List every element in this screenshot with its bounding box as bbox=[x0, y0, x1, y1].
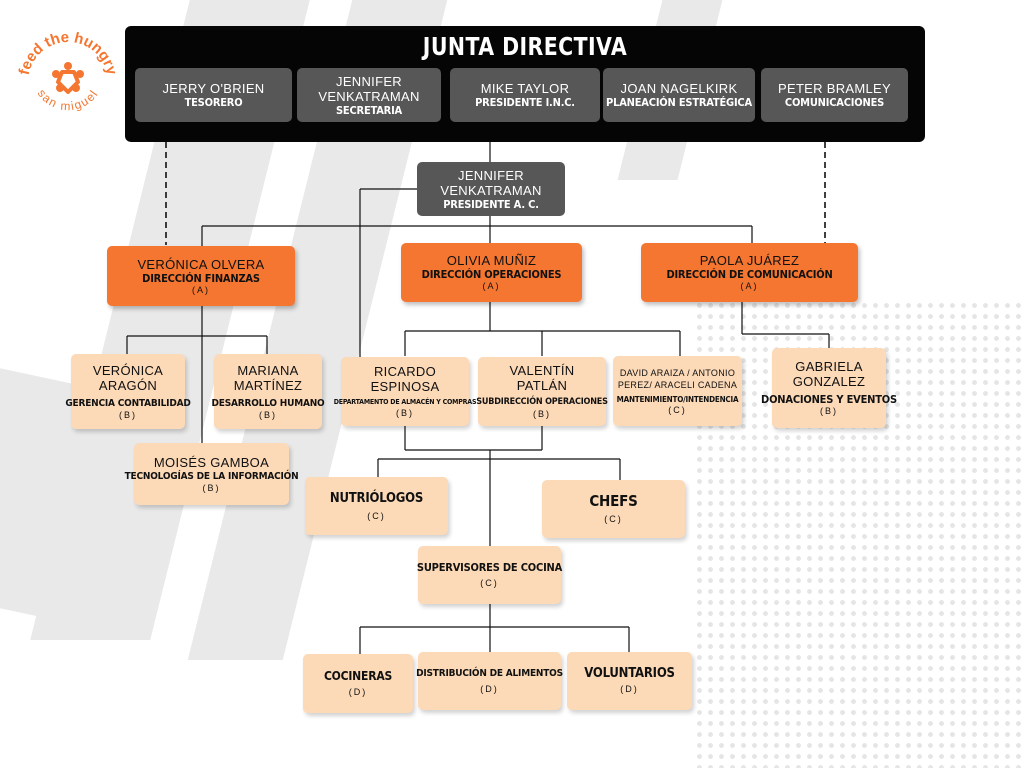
director-role: DIRECCIÓN OPERACIONES bbox=[421, 268, 562, 281]
team-card-cooks: COCINERAS (D) bbox=[303, 654, 413, 713]
team-name: SUPERVISORES DE COCINA bbox=[416, 561, 563, 574]
director-role: DIRECCIÓN DE COMUNICACIÓN bbox=[666, 268, 833, 281]
level-label: (B) bbox=[820, 406, 838, 416]
president-name: JENNIFER VENKATRAMAN bbox=[440, 167, 542, 198]
director-name: PAOLA JUÁREZ bbox=[699, 253, 800, 268]
manager-card-it: MOISÉS GAMBOA TECNOLOGÍAS DE LA INFORMAC… bbox=[125, 443, 299, 505]
manager-card-maintenance: DAVID ARAIZA / ANTONIO PEREZ/ ARACELI CA… bbox=[613, 356, 742, 426]
team-card-chefs: CHEFS (C) bbox=[542, 480, 685, 538]
level-label: (A) bbox=[192, 284, 210, 295]
director-name: VERÓNICA OLVERA bbox=[137, 256, 265, 272]
feed-the-hungry-logo: feed the hungry san miguel bbox=[16, 29, 121, 114]
level-label: (D) bbox=[480, 684, 499, 694]
manager-role: TECNOLOGÍAS DE LA INFORMACIÓN bbox=[124, 470, 299, 482]
manager-name: VALENTÍN PATLÁN bbox=[509, 363, 575, 393]
member-name: JOAN NAGELKIRK bbox=[620, 81, 738, 96]
president-role: PRESIDENTE A. C. bbox=[443, 197, 539, 211]
level-label: (D) bbox=[348, 686, 368, 697]
level-label: (B) bbox=[119, 409, 137, 420]
level-label: (B) bbox=[533, 409, 551, 419]
member-role: PLANEACIÓN ESTRATÉGICA bbox=[606, 96, 752, 109]
team-name: DISTRIBUCIÓN DE ALIMENTOS bbox=[416, 668, 563, 679]
director-card-finance: VERÓNICA OLVERA DIRECCIÓN FINANZAS (A) bbox=[107, 246, 295, 306]
manager-card-human-development: MARIANA MARTÍNEZ DESARROLLO HUMANO (B) bbox=[211, 354, 325, 429]
manager-role: MANTENIMIENTO/INTENDENCIA bbox=[616, 394, 739, 404]
level-label: (B) bbox=[202, 482, 221, 493]
director-card-operations: OLIVIA MUÑIZ DIRECCIÓN OPERACIONES (A) bbox=[401, 243, 582, 302]
level-label: (A) bbox=[740, 281, 759, 291]
manager-name: MARIANA MARTÍNEZ bbox=[233, 362, 303, 393]
president-card: JENNIFER VENKATRAMAN PRESIDENTE A. C. bbox=[417, 162, 565, 216]
member-role: SECRETARIA bbox=[335, 103, 403, 117]
team-name: VOLUNTARIOS bbox=[584, 666, 675, 681]
team-name: COCINERAS bbox=[323, 668, 393, 683]
level-label: (D) bbox=[620, 684, 639, 694]
manager-name: MOISÉS GAMBOA bbox=[153, 454, 270, 470]
board-member-card: PETER BRAMLEY COMUNICACIONES bbox=[761, 68, 908, 122]
member-name: MIKE TAYLOR bbox=[480, 81, 570, 96]
board-member-card: JERRY O'BRIEN TESORERO bbox=[135, 68, 292, 122]
manager-name: VERÓNICA ARAGÓN bbox=[92, 362, 164, 393]
manager-name: DAVID ARAIZA / ANTONIO PEREZ/ ARACELI CA… bbox=[617, 367, 738, 390]
level-label: (B) bbox=[259, 409, 277, 420]
team-card-kitchen-supervisors: SUPERVISORES DE COCINA (C) bbox=[416, 546, 563, 604]
level-label: (C) bbox=[367, 511, 386, 521]
member-name: PETER BRAMLEY bbox=[778, 81, 891, 96]
manager-card-warehouse: RICARDO ESPINOSA DEPARTAMENTO DE ALMACÉN… bbox=[334, 357, 477, 426]
level-label: (B) bbox=[396, 408, 414, 418]
team-name: CHEFS bbox=[589, 492, 638, 510]
manager-role: DEPARTAMENTO DE ALMACÉN Y COMPRAS bbox=[333, 398, 477, 406]
manager-role: GERENCIA CONTABILIDAD bbox=[65, 397, 191, 409]
manager-card-operations-sub: VALENTÍN PATLÁN SUBDIRECCIÓN OPERACIONES… bbox=[476, 357, 608, 426]
manager-name: RICARDO ESPINOSA bbox=[370, 364, 440, 394]
team-name: NUTRIÓLOGOS bbox=[329, 491, 424, 506]
member-role: TESORERO bbox=[184, 96, 243, 109]
level-label: (C) bbox=[604, 514, 623, 524]
director-role: DIRECCIÓN FINANZAS bbox=[142, 271, 260, 285]
manager-card-donations: GABRIELA GONZALEZ DONACIONES Y EVENTOS (… bbox=[761, 348, 897, 428]
member-role: PRESIDENTE I.N.C. bbox=[475, 96, 575, 109]
manager-role: SUBDIRECCIÓN OPERACIONES bbox=[476, 397, 608, 407]
level-label: (C) bbox=[480, 578, 499, 588]
board-member-card: JOAN NAGELKIRK PLANEACIÓN ESTRATÉGICA bbox=[603, 68, 755, 122]
director-name: OLIVIA MUÑIZ bbox=[446, 253, 537, 268]
team-card-volunteers: VOLUNTARIOS (D) bbox=[567, 652, 692, 710]
member-name: JENNIFER VENKATRAMAN bbox=[318, 73, 420, 104]
team-card-nutritionists: NUTRIÓLOGOS (C) bbox=[305, 477, 448, 535]
board-member-card: MIKE TAYLOR PRESIDENTE I.N.C. bbox=[450, 68, 600, 122]
member-role: COMUNICACIONES bbox=[784, 96, 885, 109]
director-card-communication: PAOLA JUÁREZ DIRECCIÓN DE COMUNICACIÓN (… bbox=[641, 243, 858, 302]
level-label: (A) bbox=[482, 281, 501, 291]
manager-name: GABRIELA GONZALEZ bbox=[792, 359, 866, 389]
board-member-card: JENNIFER VENKATRAMAN SECRETARIA bbox=[297, 68, 441, 122]
manager-role: DONACIONES Y EVENTOS bbox=[761, 393, 897, 406]
level-label: (C) bbox=[668, 404, 687, 415]
people-circle-icon bbox=[52, 62, 84, 94]
manager-role: DESARROLLO HUMANO bbox=[211, 397, 325, 409]
member-name: JERRY O'BRIEN bbox=[162, 81, 265, 96]
team-card-food-distribution: DISTRIBUCIÓN DE ALIMENTOS (D) bbox=[416, 652, 563, 710]
board-title: JUNTA DIRECTIVA bbox=[422, 32, 628, 61]
manager-card-accounting: VERÓNICA ARAGÓN GERENCIA CONTABILIDAD (B… bbox=[65, 354, 191, 429]
